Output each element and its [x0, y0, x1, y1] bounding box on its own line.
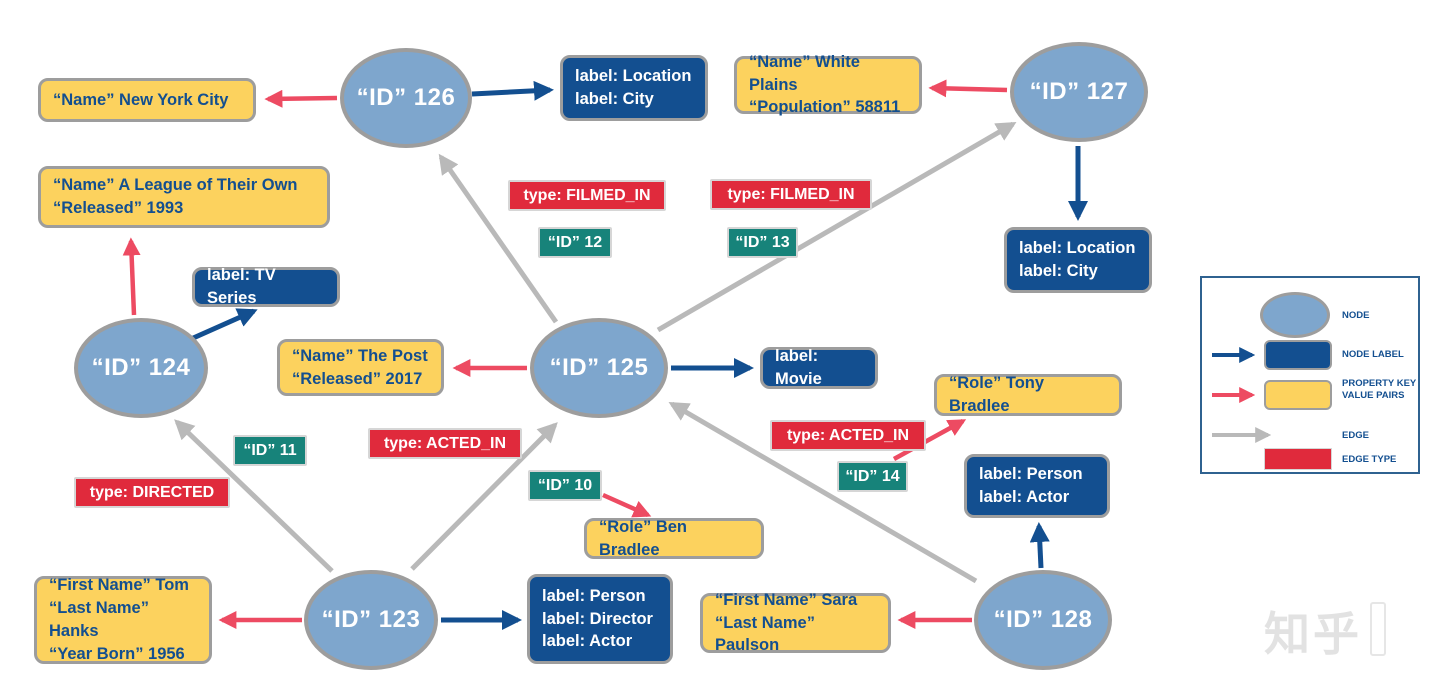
edge-id-10: “ID” 10 [528, 470, 602, 501]
property-line: “First Name” Tom [49, 576, 189, 595]
edge-type-filmed-in-2: type: FILMED_IN [710, 179, 872, 210]
property-box-127: “Name” White Plains “Population” 58811 [734, 53, 922, 116]
watermark-zhihu: 知乎 [1264, 598, 1386, 664]
property-box-126: “Name” New York City [38, 78, 256, 122]
label-line: label: TV Series [207, 266, 276, 307]
node-126: “ID” 126 [340, 48, 472, 148]
watermark-logo [1370, 602, 1386, 656]
label-line: label: Actor [979, 488, 1070, 506]
node-label-box-125: label: Movie [760, 347, 878, 389]
node-124: “ID” 124 [74, 318, 208, 418]
property-arrow-edge-10 [602, 492, 652, 518]
legend-node-label: NODE [1342, 310, 1370, 321]
legend-edge-arrow-icon [1212, 427, 1272, 443]
edge-123-to-124 [174, 419, 334, 573]
property-arrow-126 [264, 89, 338, 108]
property-box-edge-10: “Role” Ben Bradlee [584, 518, 764, 559]
node-label-arrow-128 [1029, 522, 1050, 569]
property-line: “Name” New York City [53, 90, 229, 109]
node-125: “ID” 125 [530, 318, 668, 418]
legend-property-arrow-icon [1212, 387, 1256, 403]
legend-node-label-text: NODE LABEL [1342, 349, 1404, 360]
edge-id-12: “ID” 12 [538, 227, 612, 258]
edge-type-acted-in-1: type: ACTED_IN [368, 428, 522, 459]
property-box-128: “First Name” Sara “Last Name” Paulson [700, 591, 891, 654]
property-line: “Role” Ben Bradlee [599, 517, 688, 559]
edge-type-directed: type: DIRECTED [74, 477, 230, 508]
property-line: “Name” A League of Their Own [53, 176, 298, 195]
edge-125-to-126 [438, 153, 559, 324]
legend-node-shape [1260, 292, 1330, 338]
legend-property-shape [1264, 380, 1332, 410]
node-label-arrow-126 [471, 80, 554, 101]
node-label-box-127: label: Location label: City [1004, 227, 1152, 293]
legend-node-label-arrow-icon [1212, 347, 1256, 363]
node-128: “ID” 128 [974, 570, 1112, 670]
legend: NODE NODE LABEL PROPERTY KEY VALUE PAIRS… [1200, 276, 1420, 474]
edge-128-to-125 [668, 401, 978, 584]
label-line: label: Location [1019, 239, 1136, 258]
edge-type-filmed-in-1: type: FILMED_IN [508, 180, 666, 211]
property-box-124: “Name” A League of Their Own “Released” … [38, 166, 330, 228]
property-box-123: “First Name” Tom “Last Name” Hanks “Year… [34, 576, 212, 664]
node-label-box-126: label: Location label: City [560, 55, 708, 121]
node-label-box-128: label: Person label: Actor [964, 454, 1110, 518]
edge-id-13: “ID” 13 [727, 227, 798, 258]
property-line: “Name” The Post [292, 346, 428, 365]
property-arrow-124 [122, 237, 141, 316]
legend-node-label-shape [1264, 340, 1332, 370]
property-line: “Role” Tony Bradlee [949, 374, 1045, 415]
property-box-125: “Name” The Post “Released” 2017 [277, 339, 444, 396]
label-line: label: Actor [542, 632, 633, 651]
property-box-edge-14: “Role” Tony Bradlee [934, 374, 1122, 416]
node-label-box-123: label: Person label: Director label: Act… [527, 574, 673, 664]
edge-id-11: “ID” 11 [233, 435, 307, 466]
property-line: “Population” 58811 [749, 98, 901, 117]
node-123: “ID” 123 [304, 570, 438, 670]
node-127: “ID” 127 [1010, 42, 1148, 142]
label-line: label: Person [979, 465, 1083, 484]
label-line: label: City [1019, 262, 1098, 280]
property-line: “Name” White Plains [749, 52, 860, 94]
legend-edge-type-label: EDGE TYPE [1342, 454, 1397, 465]
legend-property-line: PROPERTY KEY [1342, 378, 1417, 389]
edge-id-14: “ID” 14 [837, 461, 908, 492]
label-line: label: Location [575, 67, 692, 86]
property-arrow-127 [928, 79, 1008, 98]
legend-property-label: PROPERTY KEY VALUE PAIRS [1342, 378, 1416, 402]
label-line: label: Director [542, 609, 653, 628]
label-line: label: City [575, 90, 654, 108]
property-line: “Released” 1993 [53, 199, 184, 217]
edge-123-to-125 [410, 422, 558, 571]
label-line: label: Movie [775, 347, 822, 388]
label-line: label: Person [542, 586, 646, 605]
legend-edge-label: EDGE [1342, 430, 1369, 441]
property-line: “Last Name” Paulson [715, 613, 815, 655]
legend-edge-type-shape [1264, 448, 1332, 470]
property-line: “Last Name” Hanks [49, 599, 149, 640]
legend-property-line: VALUE PAIRS [1342, 390, 1405, 401]
property-arrow-edge-14 [892, 419, 967, 461]
watermark-text: 知乎 [1264, 608, 1362, 660]
edge-125-to-127 [656, 121, 1017, 333]
property-line: “First Name” Sara [715, 590, 858, 609]
property-line: “Year Born” 1956 [49, 644, 185, 663]
property-line: “Released” 2017 [292, 369, 423, 388]
edge-type-acted-in-2: type: ACTED_IN [770, 420, 926, 451]
node-label-box-124: label: TV Series [192, 266, 340, 307]
